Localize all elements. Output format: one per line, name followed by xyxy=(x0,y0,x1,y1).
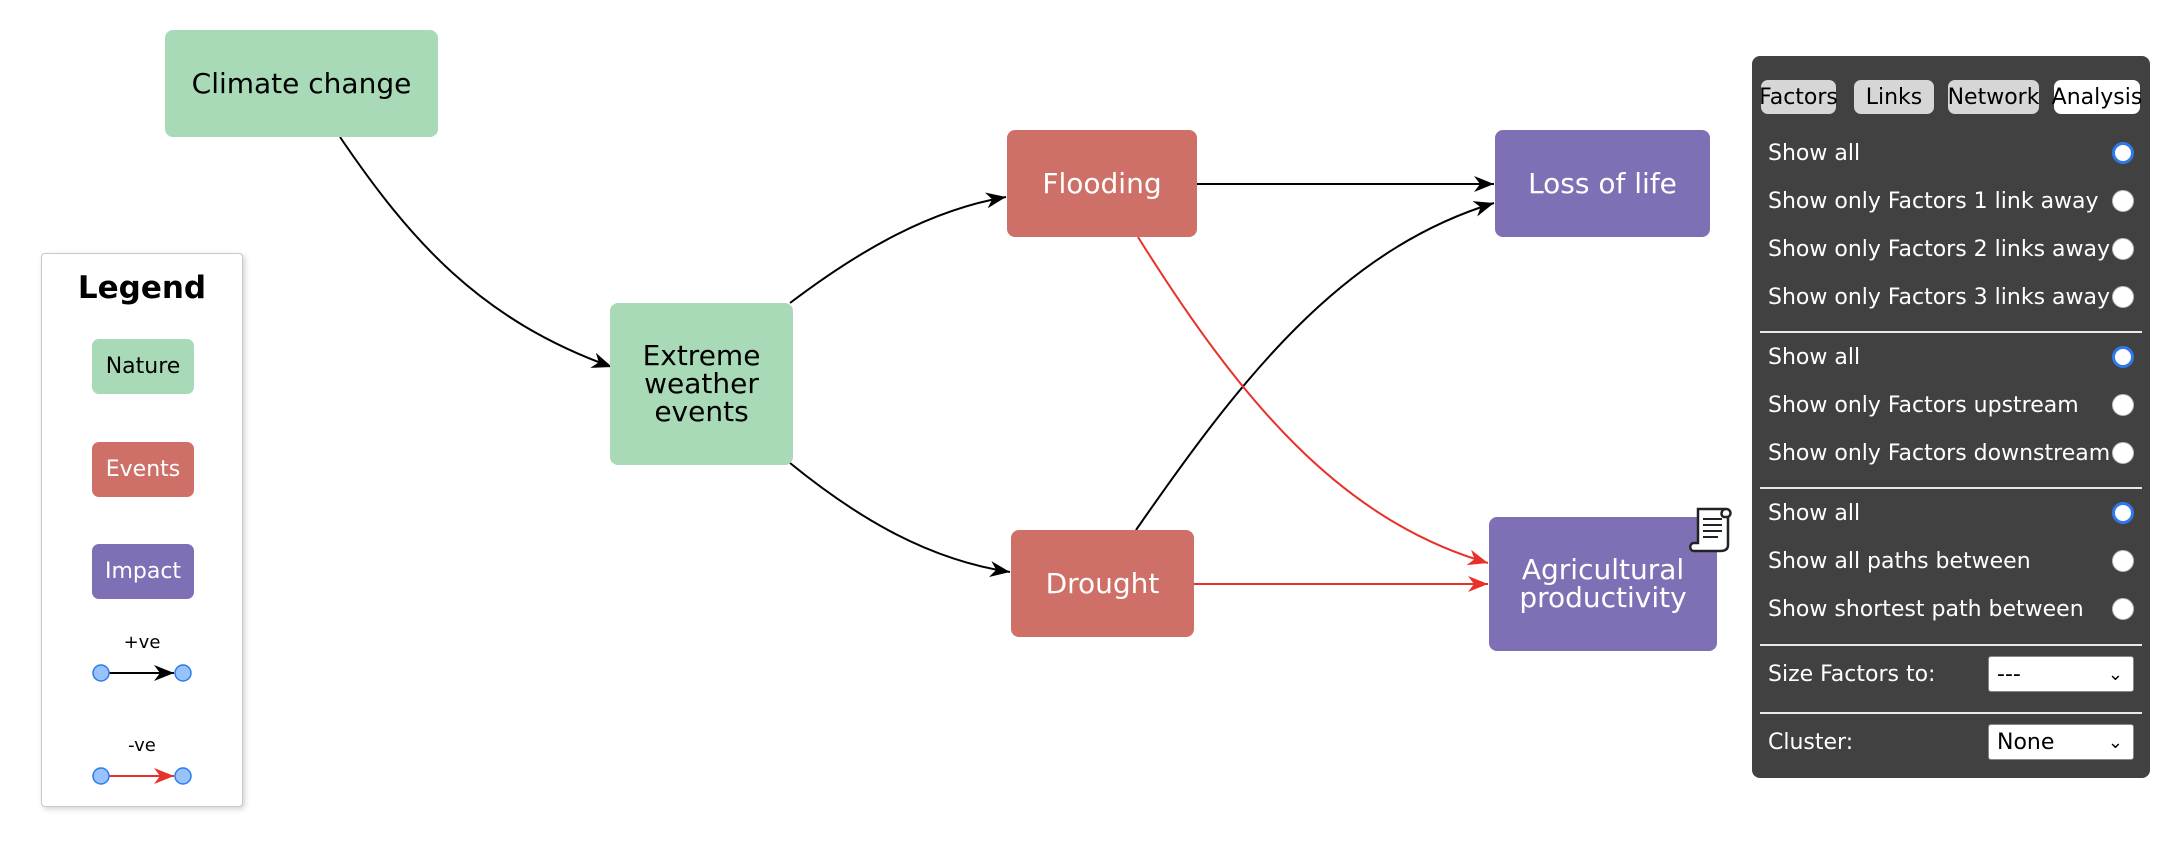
radius-option-1[interactable]: Show only Factors 1 link away xyxy=(1768,181,2134,221)
radius-option-all[interactable]: Show all xyxy=(1768,133,2134,173)
legend-negative-start-dot xyxy=(92,767,110,785)
legend-nature: Nature xyxy=(92,339,194,394)
stream-option-all-radio[interactable] xyxy=(2112,346,2134,368)
radius-option-3-label: Show only Factors 3 links away xyxy=(1768,284,2111,310)
divider xyxy=(1760,331,2142,333)
divider xyxy=(1760,712,2142,714)
tab-links[interactable]: Links xyxy=(1854,80,1934,114)
node-flooding[interactable]: Flooding xyxy=(1007,130,1197,237)
divider xyxy=(1760,487,2142,489)
cluster-row: Cluster: None ⌄ xyxy=(1768,722,2134,762)
path-option-all-paths-radio[interactable] xyxy=(2112,550,2134,572)
path-option-all[interactable]: Show all xyxy=(1768,493,2134,533)
link-climate-extreme[interactable] xyxy=(339,136,613,368)
legend-events: Events xyxy=(92,442,194,497)
link-extreme-flooding[interactable] xyxy=(789,192,1007,304)
path-option-shortest[interactable]: Show shortest path between xyxy=(1768,589,2134,629)
path-option-all-label: Show all xyxy=(1768,500,1861,526)
node-drought[interactable]: Drought xyxy=(1011,530,1194,637)
stream-option-all[interactable]: Show all xyxy=(1768,337,2134,377)
path-option-shortest-radio[interactable] xyxy=(2112,598,2134,620)
legend-title: Legend xyxy=(77,270,207,306)
path-option-all-paths[interactable]: Show all paths between xyxy=(1768,541,2134,581)
stream-option-upstream-label: Show only Factors upstream xyxy=(1768,392,2079,418)
stream-option-all-label: Show all xyxy=(1768,344,1861,370)
legend-positive-start-dot xyxy=(92,664,110,682)
path-option-all-radio[interactable] xyxy=(2112,502,2134,524)
radius-option-3-radio[interactable] xyxy=(2112,286,2134,308)
node-climate-change[interactable]: Climate change xyxy=(165,30,438,137)
tab-factors[interactable]: Factors xyxy=(1759,80,1838,114)
path-option-shortest-label: Show shortest path between xyxy=(1768,596,2084,622)
size-factors-row: Size Factors to: --- ⌄ xyxy=(1768,654,2134,694)
size-factors-select[interactable]: --- ⌄ xyxy=(1988,656,2134,692)
stream-option-downstream-label: Show only Factors downstream xyxy=(1768,440,2111,466)
chevron-down-icon: ⌄ xyxy=(2107,663,2123,685)
radius-option-all-label: Show all xyxy=(1768,140,1861,166)
tab-analysis[interactable]: Analysis xyxy=(2052,80,2142,114)
link-drought-lossoflife[interactable] xyxy=(1135,201,1495,531)
scroll-icon[interactable] xyxy=(1686,503,1736,555)
radius-option-all-radio[interactable] xyxy=(2112,142,2134,164)
node-extreme-weather-events[interactable]: Extreme weather events xyxy=(610,303,793,465)
legend-negative-end-dot xyxy=(174,767,192,785)
stream-option-upstream-radio[interactable] xyxy=(2112,394,2134,416)
radius-option-1-label: Show only Factors 1 link away xyxy=(1768,188,2099,214)
radius-option-2[interactable]: Show only Factors 2 links away xyxy=(1768,229,2134,269)
chevron-down-icon: ⌄ xyxy=(2107,731,2123,753)
stream-option-upstream[interactable]: Show only Factors upstream xyxy=(1768,385,2134,425)
cluster-value: None xyxy=(1997,729,2055,755)
stream-option-downstream-radio[interactable] xyxy=(2112,442,2134,464)
radius-option-2-radio[interactable] xyxy=(2112,238,2134,260)
divider xyxy=(1760,644,2142,646)
radius-option-1-radio[interactable] xyxy=(2112,190,2134,212)
tab-network[interactable]: Network xyxy=(1948,80,2039,114)
radius-option-3[interactable]: Show only Factors 3 links away xyxy=(1768,277,2134,317)
legend-impact: Impact xyxy=(92,544,194,599)
link-flooding-agri[interactable] xyxy=(1137,236,1489,566)
node-agricultural-productivity[interactable]: Agricultural productivity xyxy=(1489,517,1717,651)
legend-positive-end-dot xyxy=(174,664,192,682)
analysis-panel: Factors Links Network Analysis Show all … xyxy=(1752,56,2150,778)
link-extreme-drought[interactable] xyxy=(789,462,1011,577)
size-factors-value: --- xyxy=(1997,661,2021,687)
cluster-select[interactable]: None ⌄ xyxy=(1988,724,2134,760)
legend-negative-label: -ve xyxy=(128,735,156,756)
legend-edge-samples xyxy=(92,664,192,785)
legend-positive-label: +ve xyxy=(123,632,161,653)
radius-option-2-label: Show only Factors 2 links away xyxy=(1768,236,2111,262)
node-loss-of-life[interactable]: Loss of life xyxy=(1495,130,1710,237)
legend: Legend Nature Events Impact +ve -ve xyxy=(41,253,243,807)
path-option-all-paths-label: Show all paths between xyxy=(1768,548,2031,574)
stream-option-downstream[interactable]: Show only Factors downstream xyxy=(1768,433,2134,473)
size-factors-label: Size Factors to: xyxy=(1768,661,1936,687)
cluster-label: Cluster: xyxy=(1768,729,1854,755)
